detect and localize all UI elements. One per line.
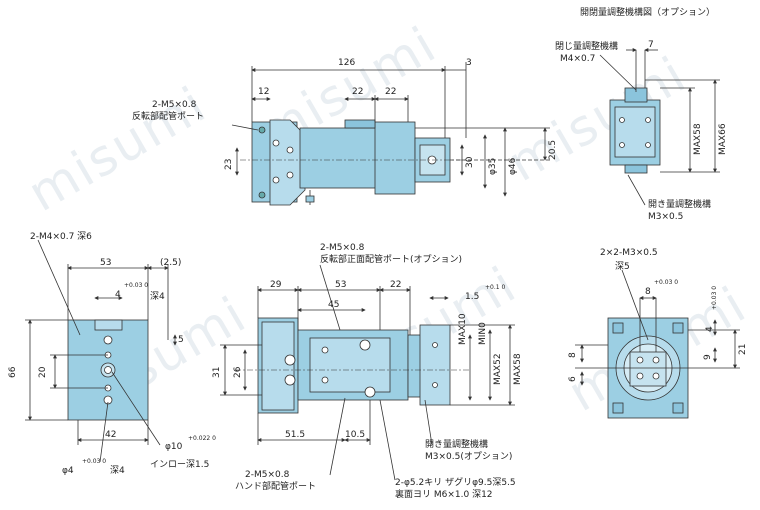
left-tol-10: +0.022 0	[188, 435, 216, 442]
right-dim-21: 21	[738, 343, 748, 355]
front-max52: MAX52	[493, 353, 503, 385]
right-dim-9: 9	[703, 354, 713, 360]
right-tol-8: +0.03 0	[654, 279, 679, 286]
front-dim-51-5: 51.5	[285, 430, 306, 440]
right-dim-8b: 8	[568, 352, 578, 358]
right-dim-6: 6	[568, 376, 578, 382]
front-dim-22: 22	[390, 280, 402, 290]
right-depth-5: 深5	[615, 262, 630, 272]
left-phi-4: φ4	[62, 466, 74, 476]
top-body	[299, 127, 381, 189]
front-max58: MAX58	[513, 353, 523, 385]
front-view	[220, 264, 515, 481]
option-max66: MAX66	[718, 123, 728, 155]
option-open-label: 開き量調整機構	[648, 200, 712, 210]
top-view	[231, 62, 550, 206]
front-dim-1-5: 1.5	[465, 292, 480, 302]
left-dim-53: 53	[100, 258, 112, 268]
dim-23: 23	[224, 158, 234, 170]
option-view	[599, 48, 720, 206]
top-port-desc: 反転部配管ポート	[132, 112, 205, 122]
option-close-thread: M4×0.7	[560, 54, 596, 64]
dim-phi46: φ46	[508, 157, 518, 175]
right-dim-8: 8	[645, 287, 651, 297]
front-port-top: 2-M5×0.8	[320, 243, 365, 253]
left-tol-4: +0.03 0	[124, 282, 149, 289]
options-title: 開閉量調整機構図（オプション）	[580, 8, 716, 18]
right-dim-4: 4	[705, 326, 715, 332]
option-open-thread: M3×0.5	[648, 212, 684, 222]
right-tol-4: +0.03 0	[711, 285, 718, 310]
left-phi-10: φ10	[165, 442, 183, 452]
front-max10: MAX10	[458, 313, 468, 345]
left-dim-20: 20	[38, 366, 48, 378]
top-body-end	[374, 121, 416, 195]
front-hand-port-desc: ハンド部配管ポート	[235, 482, 317, 492]
dim-12: 12	[258, 87, 270, 97]
left-dim-4: 4	[115, 290, 121, 300]
left-dim-42: 42	[105, 430, 117, 440]
dim-phi35: φ35	[488, 157, 498, 175]
left-dim-66: 66	[8, 366, 18, 378]
left-tap: 2-M4×0.7 深6	[30, 232, 92, 242]
right-view	[575, 269, 740, 419]
front-min0: MIN0	[478, 322, 488, 345]
left-inro: インロー深1.5	[150, 460, 210, 470]
front-tol-1-5: +0.1 0	[485, 284, 506, 291]
left-depth-4b: 深4	[110, 466, 125, 476]
option-dim-7: 7	[648, 40, 654, 50]
front-dim-10-5: 10.5	[345, 430, 366, 440]
left-dim-5: 5	[178, 335, 184, 345]
front-dim-31: 31	[212, 366, 222, 378]
front-port-top-desc: 反転部正面配管ポート(オプション)	[320, 255, 463, 265]
left-tol-4b: +0.03 0	[82, 458, 107, 465]
dim-22b: 22	[385, 87, 397, 97]
front-dim-53: 53	[335, 280, 347, 290]
front-open-label: 開き量調整機構	[425, 440, 489, 450]
front-hand-port: 2-M5×0.8	[245, 470, 290, 480]
front-dim-29: 29	[270, 280, 282, 290]
right-tap: 2×2-M3×0.5	[600, 248, 658, 258]
dim-126: 126	[338, 58, 356, 68]
front-open-thread: M3×0.5(オプション)	[425, 452, 513, 462]
dim-30: 30	[465, 156, 475, 168]
front-back-tap: 裏面ヨリ M6×1.0 深12	[395, 490, 493, 500]
front-dim-45: 45	[328, 300, 340, 310]
option-close-label: 閉じ量調整機構	[555, 42, 619, 52]
dim-22a: 22	[352, 87, 364, 97]
left-dim-2-5: (2.5)	[160, 258, 182, 268]
front-bore: 2-φ5.2キリ ザグリφ9.5深5.5	[395, 478, 516, 488]
dim-20-5: 20.5	[548, 139, 558, 160]
dim-3: 3	[466, 58, 472, 68]
top-port-label: 2-M5×0.8	[152, 100, 197, 110]
left-view	[25, 239, 177, 463]
front-dim-26: 26	[233, 366, 243, 378]
left-depth-4: 深4	[150, 292, 165, 302]
option-max58: MAX58	[693, 123, 703, 155]
